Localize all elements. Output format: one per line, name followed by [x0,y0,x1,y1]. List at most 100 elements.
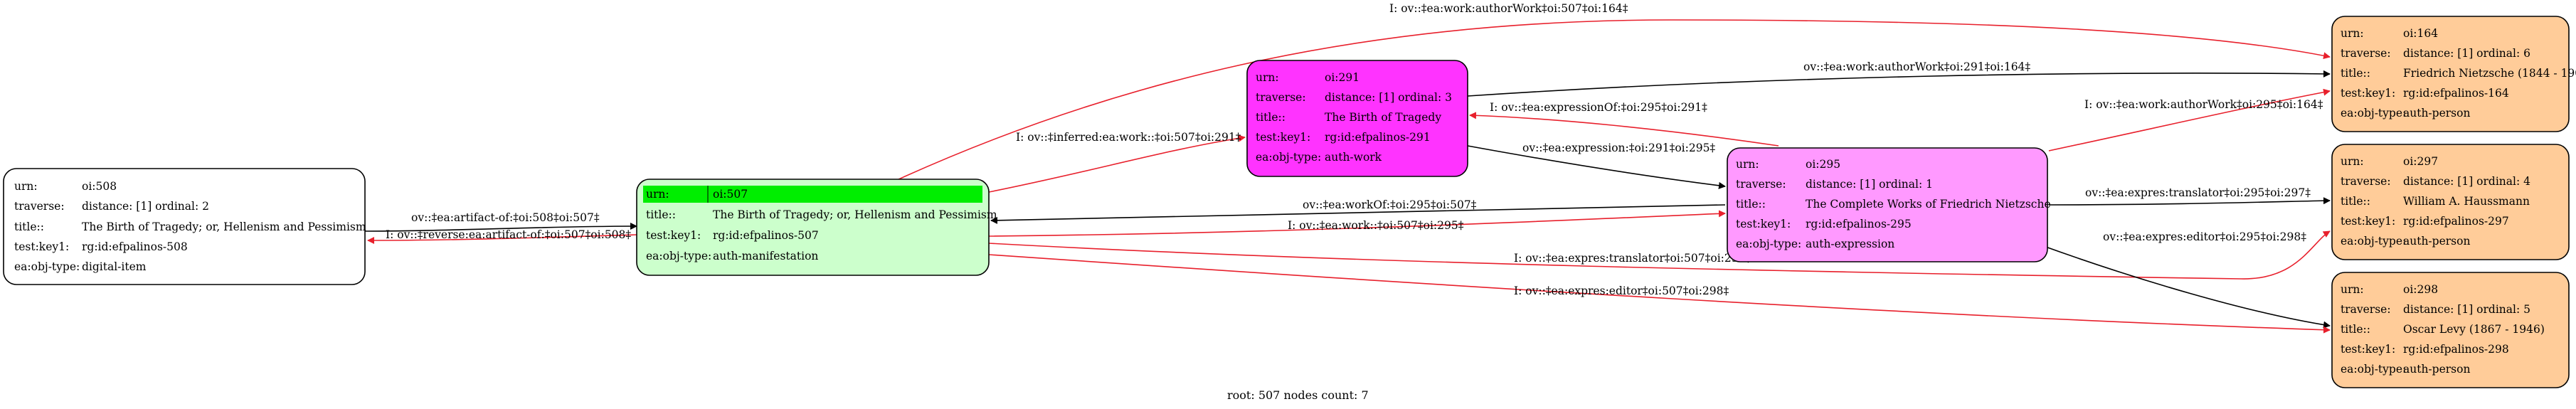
node-oi-295[interactable]: urn: oi:295 traverse: distance: [1] ordi… [1727,147,2051,262]
node-oi-508[interactable]: urn: oi:508 traverse: distance: [1] ordi… [3,168,366,285]
node-508-key-testkey: test:key1: [14,240,69,253]
edge-label-expression-291-295: ov::‡ea:expression:‡oi:291‡oi:295‡ [1522,142,1715,154]
edge-work-507-295[interactable] [988,210,1726,237]
edge-label-artifact-of-508-507: ov::‡ea:artifact-of:‡oi:508‡oi:507‡ [411,211,600,224]
edge-label-translator-295-297: ov::‡ea:expres:translator‡oi:295‡oi:297‡ [2085,186,2311,199]
node-298-key-testkey: test:key1: [2341,343,2395,356]
node-507-val-objtype: auth-manifestation [713,250,818,262]
node-508-key-traverse: traverse: [14,200,65,213]
edge-label-editor-295-298: ov::‡ea:expres:editor‡oi:295‡oi:298‡ [2103,230,2306,243]
node-297-val-objtype: auth-person [2403,235,2470,248]
node-508-key-title: title:: [14,221,44,233]
edges [364,19,2331,334]
node-295-val-objtype: auth-expression [1806,238,1894,250]
node-298-key-urn: urn: [2341,283,2364,296]
node-507-urn-highlight [643,186,982,203]
edge-expressionof-295-291[interactable] [1469,112,1779,147]
node-507-key-objtype: ea:obj-type: [646,250,711,262]
node-164-key-testkey: test:key1: [2341,87,2395,100]
edge-label-inferred-work-507-291: I: ov::‡inferred:ea:work::‡oi:507‡oi:291… [1016,131,1241,144]
edge-editor-507-298[interactable] [988,254,2331,334]
node-295-key-urn: urn: [1736,158,1759,171]
node-164-key-urn: urn: [2341,27,2364,40]
node-297-val-title: William A. Haussmann [2403,195,2530,208]
node-oi-507[interactable]: urn: oi:507 title:: The Birth of Tragedy… [636,179,997,276]
edge-artifact-of-508-507[interactable] [364,223,637,232]
edge-labels: ov::‡ea:artifact-of:‡oi:508‡oi:507‡ I: o… [386,2,2323,297]
node-298-key-objtype: ea:obj-type: [2341,363,2406,376]
node-291-key-testkey: test:key1: [1256,131,1310,144]
node-298-val-traverse: distance: [1] ordinal: 5 [2403,303,2530,316]
node-295-key-traverse: traverse: [1736,178,1786,191]
node-507-val-title: The Birth of Tragedy; or, Hellenism and … [713,208,997,221]
node-oi-297[interactable]: urn: oi:297 traverse: distance: [1] ordi… [2331,144,2570,260]
node-298-key-title: title:: [2341,323,2370,336]
node-164-key-objtype: ea:obj-type: [2341,107,2406,119]
node-507-key-testkey: test:key1: [646,229,701,242]
edge-label-expressionof-295-291: I: ov::‡ea:expressionOf:‡oi:295‡oi:291‡ [1490,101,1707,114]
edge-label-authorwork-507-164: I: ov::‡ea:work:authorWork‡oi:507‡oi:164… [1389,2,1628,15]
node-291-val-traverse: distance: [1] ordinal: 3 [1325,91,1452,104]
node-164-key-traverse: traverse: [2341,47,2391,60]
node-297-key-testkey: test:key1: [2341,215,2395,228]
node-297-val-urn: oi:297 [2403,155,2438,168]
edge-label-reverse-artifact-of-507-508: I: ov::‡reverse:ea:artifact-of:‡oi:507‡o… [386,228,631,241]
edge-expression-291-295[interactable] [1467,145,1726,189]
node-295-key-objtype: ea:obj-type: [1736,238,1801,250]
node-164-val-urn: oi:164 [2403,27,2438,40]
node-164-key-title: title:: [2341,67,2370,80]
node-507-val-testkey: rg:id:efpalinos-507 [713,229,819,242]
edge-reverse-artifact-of-507-508[interactable] [367,234,637,244]
node-297-key-traverse: traverse: [2341,175,2391,188]
node-oi-291[interactable]: urn: oi:291 traverse: distance: [1] ordi… [1246,60,1468,177]
node-291-key-title: title:: [1256,111,1286,124]
node-164-val-testkey: rg:id:efpalinos-164 [2403,87,2509,100]
graph-footer: root: 507 nodes count: 7 [1227,388,1369,402]
node-298-val-testkey: rg:id:efpalinos-298 [2403,343,2509,356]
node-164-val-title: Friedrich Nietzsche (1844 - 1900) [2403,67,2576,80]
node-297-key-urn: urn: [2341,155,2364,168]
node-291-val-title: The Birth of Tragedy [1325,111,1441,124]
node-298-val-title: Oscar Levy (1867 - 1946) [2403,323,2545,336]
edge-label-workof-295-507: ov::‡ea:workOf:‡oi:295‡oi:507‡ [1303,198,1477,211]
node-507-key-title: title:: [646,208,676,221]
node-164-val-traverse: distance: [1] ordinal: 6 [2403,47,2530,60]
node-164-val-objtype: auth-person [2403,107,2470,119]
edge-label-translator-507-297: I: ov::‡ea:expres:translator‡oi:507‡oi:2… [1514,252,1751,265]
node-oi-164[interactable]: urn: oi:164 traverse: distance: [1] ordi… [2331,16,2576,132]
node-291-key-urn: urn: [1256,71,1279,84]
node-291-key-objtype: ea:obj-type: [1256,151,1321,164]
node-291-val-urn: oi:291 [1325,71,1359,84]
node-297-val-testkey: rg:id:efpalinos-297 [2403,215,2509,228]
node-297-val-traverse: distance: [1] ordinal: 4 [2403,175,2530,188]
edge-inferred-work-507-291[interactable] [988,134,1246,193]
edge-editor-295-298[interactable] [2041,245,2331,329]
edge-authorwork-295-164[interactable] [2048,88,2331,152]
node-298-val-urn: oi:298 [2403,283,2438,296]
edge-label-authorwork-291-164: ov::‡ea:work:authorWork‡oi:291‡oi:164‡ [1803,60,2030,73]
edge-translator-507-297[interactable] [988,230,2331,280]
node-508-val-title: The Birth of Tragedy; or, Hellenism and … [82,221,366,233]
edge-authorwork-291-164[interactable] [1467,70,2331,97]
node-295-key-testkey: test:key1: [1736,218,1791,230]
node-295-val-testkey: rg:id:efpalinos-295 [1806,218,1912,230]
edge-label-authorwork-295-164: I: ov::‡ea:work:authorWork‡oi:295‡oi:164… [2084,98,2323,111]
node-507-val-urn: oi:507 [713,188,748,201]
node-507-key-urn: urn: [646,188,669,201]
node-508-key-objtype: ea:obj-type: [14,260,80,273]
node-291-key-traverse: traverse: [1256,91,1306,104]
edge-authorwork-507-164[interactable] [889,19,2331,184]
edge-translator-295-297[interactable] [2048,197,2331,206]
node-oi-298[interactable]: urn: oi:298 traverse: distance: [1] ordi… [2331,272,2570,388]
node-508-key-urn: urn: [14,180,38,193]
edge-label-editor-507-298: I: ov::‡ea:expres:editor‡oi:507‡oi:298‡ [1514,285,1729,297]
node-297-key-objtype: ea:obj-type: [2341,235,2406,248]
node-295-val-title: The Complete Works of Friedrich Nietzsch… [1806,198,2051,211]
node-295-val-urn: oi:295 [1806,158,1840,171]
node-297-key-title: title:: [2341,195,2370,208]
node-291-val-objtype: auth-work [1325,151,1382,164]
node-291-val-testkey: rg:id:efpalinos-291 [1325,131,1431,144]
node-508-val-objtype: digital-item [82,260,147,273]
node-508-val-testkey: rg:id:efpalinos-508 [82,240,188,253]
